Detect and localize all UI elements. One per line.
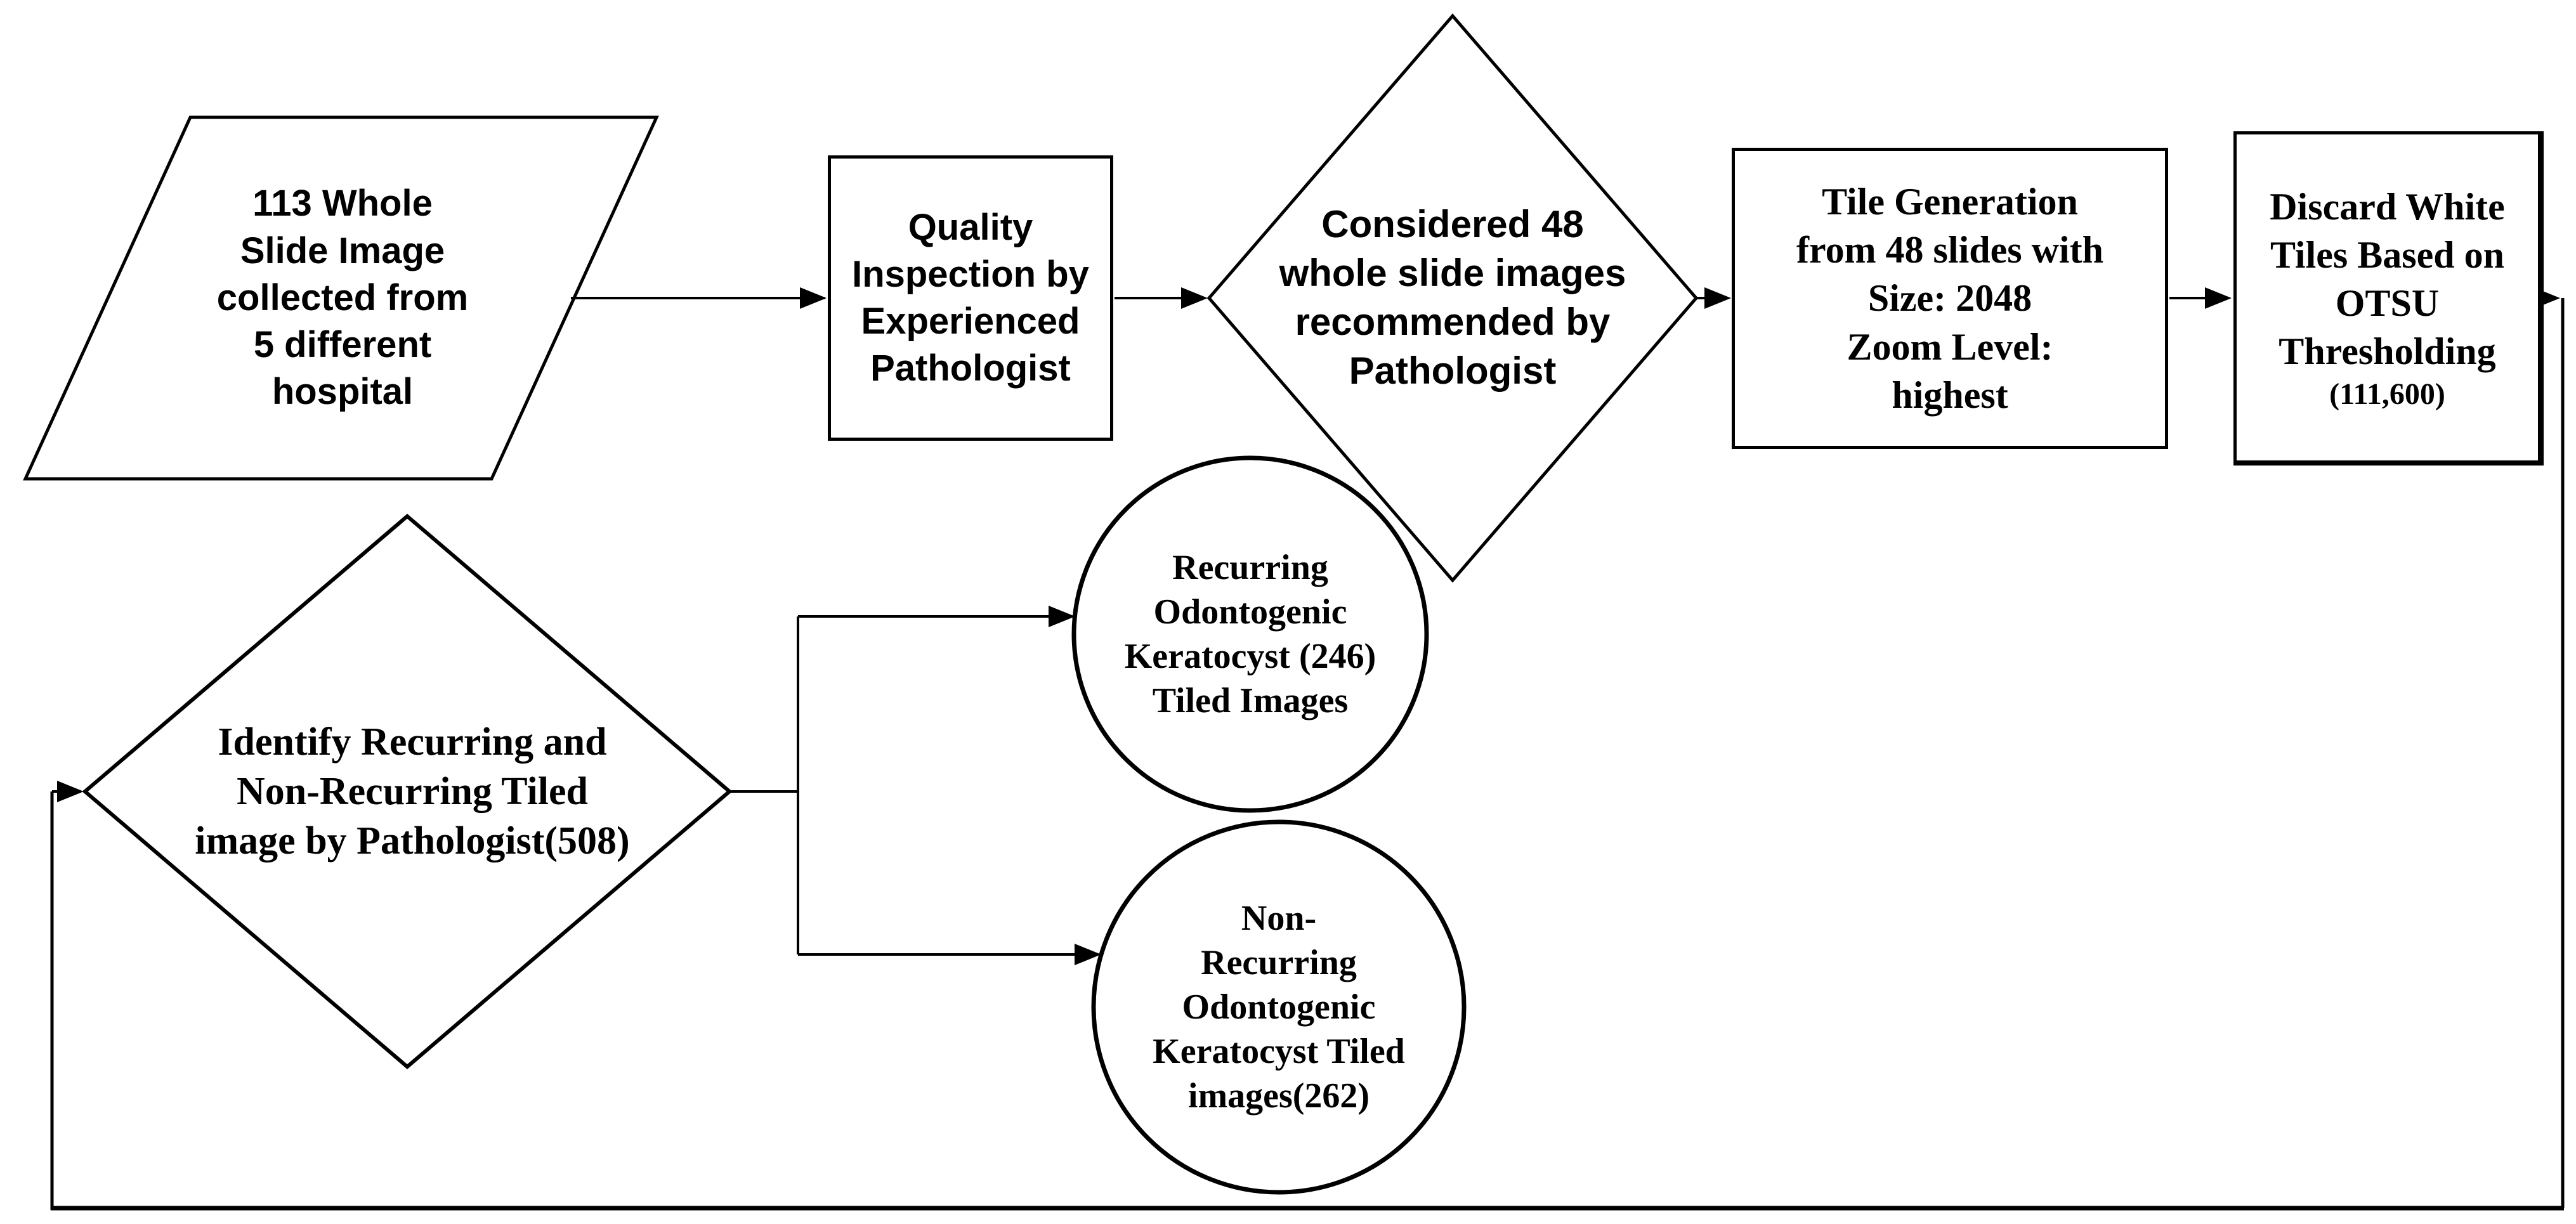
non-recurring-keratocyst-label: Non- Recurring Odontogenic Keratocyst Ti… [1153, 899, 1405, 1116]
wsi-input-parallelogram [23, 115, 659, 481]
arrowhead-feedback-to-identify [57, 781, 84, 802]
identify-recurring-label: Identify Recurring and Non-Recurring Til… [195, 720, 630, 863]
considered-48-diamond [1206, 13, 1699, 583]
tile-generation-box: Tile Generation from 48 slides with Size… [1732, 148, 2168, 449]
considered-48-label: Considered 48 whole slide images recomme… [1279, 203, 1626, 392]
discard-white-tiles-box: Discard White Tiles Based on OTSU Thresh… [2233, 131, 2544, 466]
recurring-keratocyst-label: Recurring Odontogenic Keratocyst (246) T… [1124, 548, 1376, 720]
quality-inspection-box: Quality Inspection by Experienced Pathol… [828, 155, 1113, 441]
arrowhead-input-to-quality [800, 287, 827, 309]
discard-white-tiles-label: Discard White Tiles Based on OTSU Thresh… [2270, 185, 2505, 373]
arrowhead-tile-to-discard [2205, 287, 2232, 309]
non-recurring-keratocyst-circle [1091, 819, 1467, 1195]
recurring-keratocyst-circle [1071, 455, 1429, 813]
identify-recurring-diamond [82, 514, 733, 1069]
arrowhead-considered-to-tile [1704, 287, 1731, 309]
arrowhead-quality-to-considered [1181, 287, 1208, 309]
wsi-input-label: 113 Whole Slide Image collected from 5 d… [216, 183, 469, 413]
tile-generation-label: Tile Generation from 48 slides with Size… [1796, 181, 2103, 416]
quality-inspection-label: Quality Inspection by Experienced Pathol… [852, 206, 1089, 389]
discard-white-tiles-count: (111,600) [2329, 377, 2445, 411]
arrowhead-branch-to-recurring [1049, 606, 1075, 627]
arrowhead-branch-to-non-recurring [1075, 944, 1101, 965]
